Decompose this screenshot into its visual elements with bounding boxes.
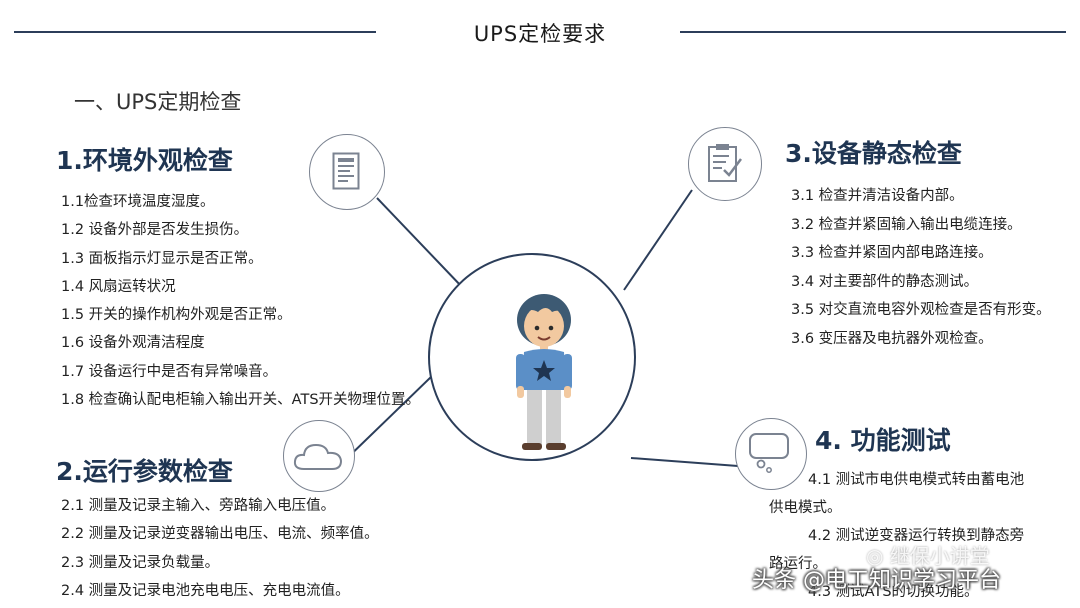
toutiao-watermark: 头条 @电工知识学习平台 [752,568,1001,593]
cloud-icon-circle [283,420,355,492]
list-item: 4.2 测试逆变器运行转换到静态旁 [808,528,1025,544]
list-item: 2.4 测量及记录电池充电电压、充电电流值。 [61,582,350,599]
list-item: 3.4 对主要部件的静态测试。 [791,273,979,290]
document-icon [332,152,360,190]
list-item: 4.1 测试市电供电模式转由蓄电池 [808,472,1025,488]
list-item: 3.2 检查并紧固输入输出电缆连接。 [791,216,1022,233]
list-item: 1.3 面板指示灯显示是否正常。 [61,250,263,267]
section-2-heading: 2.运行参数检查 [56,457,233,486]
list-item: 1.5 开关的操作机构外观是否正常。 [61,307,292,324]
wechat-watermark: ◎ 继保小讲堂 [866,540,990,569]
list-item: 2.2 测量及记录逆变器输出电压、电流、频率值。 [61,526,379,543]
list-item: 3.5 对交直流电容外观检查是否有形变。 [791,302,1051,318]
list-item: 3.3 检查并紧固内部电路连接。 [791,245,993,261]
list-item: 1.1检查环境温度湿度。 [61,194,215,210]
list-item: 3.1 检查并清洁设备内部。 [791,188,964,204]
speech-bubble-icon-circle [735,418,807,490]
clipboard-icon-circle [688,127,762,201]
list-item: 1.8 检查确认配电柜输入输出开关、ATS开关物理位置。 [61,392,421,409]
page-title: UPS定检要求 [473,22,607,46]
section-2-list: 2.1 测量及记录主输入、旁路输入电压值。 2.2 测量及记录逆变器输出电压、电… [61,494,379,607]
list-item: 1.6 设备外观清洁程度 [61,335,205,352]
section-4-heading: 4. 功能测试 [815,426,951,455]
clipboard-checklist-icon [708,144,742,182]
list-item-continuation: 路运行。 [769,556,827,572]
section-3-heading: 3.设备静态检查 [785,139,962,168]
wechat-watermark-text: 继保小讲堂 [889,544,990,568]
wechat-icon: ◎ [866,544,890,568]
section-1-list: 1.1检查环境温度湿度。 1.2 设备外部是否发生损伤。 1.3 面板指示灯显示… [61,190,420,416]
section-3-list: 3.1 检查并清洁设备内部。 3.2 检查并紧固输入输出电缆连接。 3.3 检查… [791,184,1051,355]
list-item: 4.3 测试ATS的切换功能。 [808,584,979,600]
header-rule-right [680,31,1066,33]
list-item-continuation: 供电模式。 [769,500,842,516]
list-item: 2.1 测量及记录主输入、旁路输入电压值。 [61,498,336,514]
section-1-heading: 1.环境外观检查 [56,146,233,175]
list-item: 1.2 设备外部是否发生损伤。 [61,222,249,239]
list-item: 2.3 测量及记录负载量。 [61,554,220,571]
cloud-icon [293,443,343,470]
section-subtitle: 一、UPS定期检查 [74,90,242,114]
list-item: 1.7 设备运行中是否有异常噪音。 [61,363,278,380]
person-illustration [516,294,572,450]
list-item: 1.4 风扇运转状况 [61,278,176,295]
speech-bubble-icon [749,433,789,473]
header-rule-left [14,31,376,33]
list-item: 3.6 变压器及电抗器外观检查。 [791,330,993,347]
